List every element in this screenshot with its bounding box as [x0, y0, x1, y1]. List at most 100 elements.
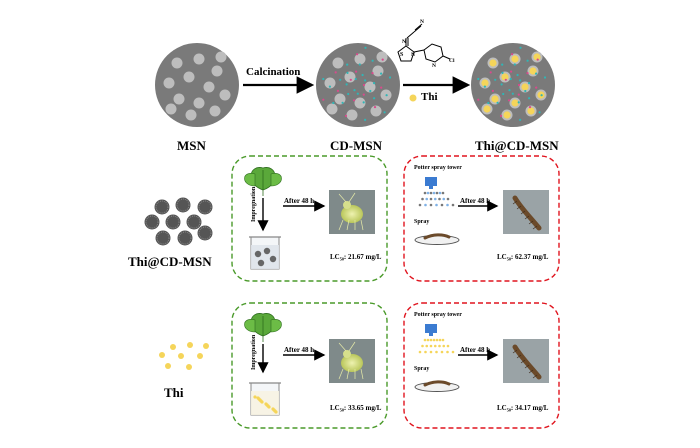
carbon-dot	[528, 82, 531, 85]
carbon-dot	[535, 86, 538, 89]
aphid-photo	[329, 190, 375, 234]
carbon-dot	[517, 101, 520, 104]
thi-loaded-dot	[501, 73, 509, 81]
spray-drop	[426, 191, 430, 195]
cd-msn-label: CD-MSN	[330, 138, 382, 153]
mini-nanoparticle	[186, 214, 202, 230]
pore	[324, 77, 336, 89]
spray-drop	[446, 197, 450, 201]
carbon-dot	[356, 92, 359, 95]
tower-nozzle	[429, 186, 433, 189]
after48-green-2: After 48 h	[284, 346, 315, 354]
carbon-dot	[536, 58, 539, 61]
row2-label: Thi	[164, 385, 184, 400]
pore	[370, 105, 382, 117]
petri-dish-icon	[414, 233, 460, 245]
atom-cl: Cl	[449, 58, 455, 64]
thi-dot	[178, 353, 184, 359]
thi-loaded-dot	[511, 55, 519, 63]
pore	[364, 81, 376, 93]
larva-seg	[532, 374, 538, 379]
pore	[376, 51, 388, 63]
larva-seg	[528, 220, 534, 225]
larva-seg	[532, 225, 538, 230]
spray-drop	[438, 197, 441, 201]
carbon-dot	[509, 77, 512, 81]
beaker-thi-dot	[271, 407, 275, 411]
spray-drop	[440, 203, 444, 207]
spray-drop	[440, 350, 444, 354]
spray-drop	[442, 197, 446, 201]
spray-drop	[435, 191, 439, 195]
carbon-dot	[380, 72, 383, 75]
thi-dot-cluster	[159, 342, 209, 370]
carbon-dot	[501, 63, 504, 66]
aphid-photo	[329, 339, 375, 383]
impregnation-label-2: Impregnation	[251, 334, 257, 370]
carbon-dot	[510, 53, 514, 56]
larva-seg	[520, 359, 526, 364]
atom-n2: N	[420, 19, 424, 25]
row1-label: Thi@CD-MSN	[128, 254, 212, 269]
carbon-dot	[336, 89, 339, 92]
pore	[354, 53, 366, 65]
carbon-dot	[381, 58, 384, 61]
carbon-dot	[347, 92, 350, 96]
larva-seg	[516, 354, 522, 359]
nanoparticle-cluster	[144, 197, 213, 246]
carbon-dot	[510, 70, 513, 73]
spray-drop	[441, 338, 445, 342]
larva-seg	[520, 210, 526, 215]
pore	[203, 81, 215, 93]
spray-drop	[432, 338, 436, 342]
carbon-dot	[373, 97, 376, 100]
spray-drop	[424, 203, 427, 207]
pore	[346, 109, 358, 121]
spray-drop	[421, 344, 424, 348]
green-panel-2	[231, 302, 388, 429]
pore	[171, 57, 183, 69]
pore	[185, 109, 197, 121]
pore	[165, 103, 177, 115]
thi-dot	[170, 344, 176, 350]
carbon-dot	[477, 98, 480, 101]
mini-nanoparticle-texture	[178, 231, 192, 245]
carbon-dot	[496, 101, 499, 104]
thi-loaded-dot	[483, 105, 491, 113]
red-panel-2	[403, 302, 560, 429]
lc50-green-2: LC₅₀: 33.65 mg/L	[330, 404, 382, 412]
thi-loaded-dot	[481, 79, 489, 87]
carbon-dot	[502, 92, 505, 96]
spray-drop	[441, 191, 445, 195]
thi-loaded-dot	[491, 95, 499, 103]
larva-seg	[528, 369, 534, 374]
carbon-dot	[477, 77, 480, 81]
mini-nanoparticle-texture	[198, 226, 212, 240]
carbon-dot	[352, 99, 356, 102]
aphid-leg	[360, 219, 364, 231]
carbon-dot	[353, 89, 356, 92]
atom-n3: N	[411, 52, 415, 58]
carbon-dot	[524, 89, 527, 93]
beaker-icon	[249, 382, 281, 416]
spray-drop	[442, 344, 446, 348]
carbon-dot	[322, 77, 325, 81]
leaf-icon	[244, 313, 282, 342]
thi-dot	[186, 364, 192, 370]
carbon-dot	[364, 79, 367, 82]
pore	[219, 89, 231, 101]
atom-s: S	[400, 52, 404, 58]
green-panel-1	[231, 155, 388, 282]
mini-nanoparticle	[197, 225, 213, 241]
spray-drop	[433, 344, 437, 348]
larva-photo	[503, 339, 549, 383]
larva-body	[512, 195, 542, 231]
pore	[215, 51, 227, 63]
carbon-dot	[507, 99, 511, 102]
carbon-dot	[334, 71, 337, 74]
spray-drop	[432, 191, 436, 195]
carbon-dot	[491, 89, 494, 92]
beaker-particle	[263, 247, 271, 255]
spray-drop	[425, 344, 429, 348]
mini-nanoparticle	[165, 214, 181, 230]
